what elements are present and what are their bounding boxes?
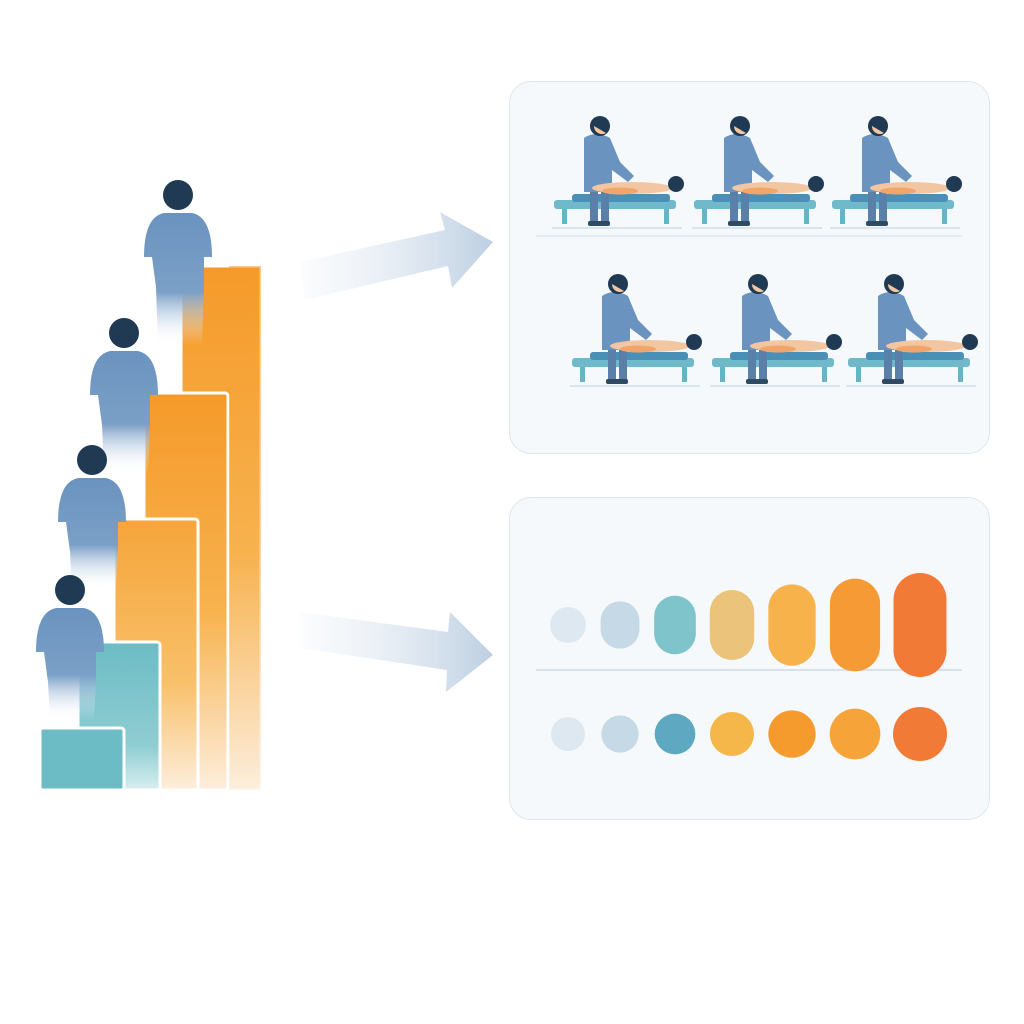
intensity-dot bbox=[829, 708, 881, 760]
person-icon bbox=[58, 445, 126, 590]
intensity-pill bbox=[768, 584, 816, 666]
therapist-massage-icon bbox=[845, 273, 979, 387]
intensity-pill bbox=[893, 573, 947, 677]
therapist-massage-icon bbox=[829, 115, 963, 229]
intensity-dot bbox=[654, 713, 696, 755]
staircase-bars bbox=[38, 264, 263, 792]
intensity-pill bbox=[709, 590, 755, 660]
therapist-massage-icon bbox=[569, 273, 703, 387]
person-icon bbox=[144, 180, 212, 345]
person-icon bbox=[36, 575, 104, 720]
intensity-dot bbox=[710, 712, 754, 756]
bar-icon bbox=[38, 726, 126, 792]
therapist-massage-icon bbox=[691, 115, 825, 229]
intensity-pill bbox=[654, 595, 696, 655]
therapist-massage-icon bbox=[709, 273, 843, 387]
bar-icon bbox=[229, 266, 261, 790]
intensity-dot bbox=[551, 717, 585, 751]
intensity-dot bbox=[893, 707, 947, 761]
intensity-dot bbox=[768, 710, 816, 758]
intensity-dot bbox=[601, 715, 639, 753]
intensity-row-bottom bbox=[551, 707, 947, 761]
arrow-right-icon bbox=[300, 612, 493, 692]
treatment-grid bbox=[536, 115, 979, 387]
arrow-right-icon bbox=[300, 212, 493, 300]
intensity-pill bbox=[829, 578, 881, 672]
staircase-people bbox=[36, 180, 212, 720]
intensity-row-top bbox=[550, 573, 947, 677]
person-icon bbox=[90, 318, 158, 473]
intensity-pill bbox=[550, 607, 586, 643]
intensity-pill bbox=[600, 601, 640, 649]
therapist-massage-icon bbox=[551, 115, 685, 229]
